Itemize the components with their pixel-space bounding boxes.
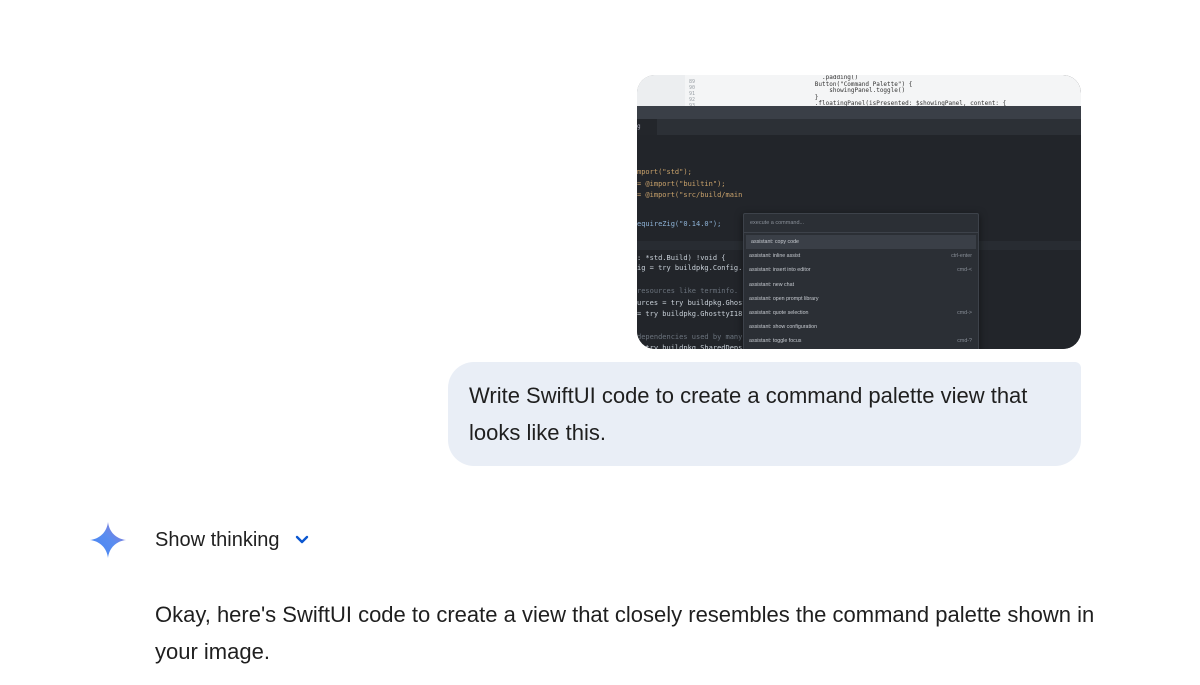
- screenshot-code-line: mport("std");: [637, 168, 692, 176]
- screenshot-tab: g: [637, 119, 657, 135]
- user-prompt-text: Write SwiftUI code to create a command p…: [469, 383, 1028, 445]
- show-thinking-toggle[interactable]: Show thinking: [155, 526, 310, 554]
- palette-item: assistant: open prompt library: [744, 292, 978, 306]
- palette-item: assistant: show configuration: [744, 320, 978, 334]
- screenshot-top-code: .padding() Button("Command Palette") { s…: [814, 75, 1007, 107]
- palette-item: assistant: copy code: [746, 235, 976, 250]
- screenshot-tab-bar: g: [637, 119, 1081, 135]
- palette-item-shortcut: cmd-?: [957, 338, 972, 345]
- gemini-sparkle-icon: [90, 522, 126, 558]
- palette-item: auto update: check: [744, 349, 978, 350]
- palette-item: assistant: new chat: [744, 278, 978, 292]
- screenshot-gutter: [637, 75, 685, 106]
- response-text: Okay, here's SwiftUI code to create a vi…: [155, 602, 1095, 664]
- palette-item-label: assistant: copy code: [751, 239, 799, 245]
- show-thinking-label: Show thinking: [155, 528, 280, 551]
- screenshot-line-numbers: 89 90 91 92 93: [689, 79, 696, 109]
- palette-item-shortcut: ctrl-enter: [951, 253, 972, 260]
- palette-item-label: assistant: toggle focus: [749, 338, 802, 345]
- screenshot-code-line: equireZig("0.14.0");: [637, 220, 722, 228]
- palette-item: assistant: quote selection cmd->: [744, 306, 978, 320]
- palette-item-shortcut: cmd->: [957, 309, 972, 316]
- screenshot-code-line: = @import("builtin");: [637, 180, 726, 188]
- screenshot-code-line: = @import("src/build/main: [637, 191, 743, 199]
- palette-input: execute a command...: [744, 214, 978, 233]
- palette-item: assistant: insert into editor cmd-<: [744, 263, 978, 277]
- palette-item-label: assistant: inline assist: [749, 253, 801, 260]
- palette-item: assistant: toggle focus cmd-?: [744, 334, 978, 348]
- screenshot-code-line: ig = try buildpkg.Config.i: [637, 264, 747, 272]
- palette-item-label: assistant: new chat: [749, 281, 795, 288]
- palette-item-shortcut: cmd-<: [957, 267, 972, 274]
- screenshot-editor: mport("std"); = @import("builtin"); = @imp…: [637, 135, 1081, 349]
- user-prompt-bubble: Write SwiftUI code to create a command p…: [448, 362, 1081, 466]
- screenshot-code-line: resources like terminfo.: [637, 287, 739, 295]
- palette-item-label: assistant: show configuration: [749, 324, 818, 331]
- palette-item: assistant: inline assist ctrl-enter: [744, 249, 978, 263]
- palette-item-label: assistant: open prompt library: [749, 295, 819, 302]
- screenshot-code-line: : *std.Build) !void {: [637, 254, 726, 262]
- palette-item-label: assistant: insert into editor: [749, 267, 811, 274]
- screenshot-top-editor: 89 90 91 92 93 .padding() Button("Comman…: [637, 75, 1081, 109]
- palette-item-label: assistant: quote selection: [749, 309, 809, 316]
- screenshot-code-line: urces = try buildpkg.Ghost: [637, 299, 747, 307]
- attached-screenshot[interactable]: 89 90 91 92 93 .padding() Button("Comman…: [637, 75, 1081, 349]
- screenshot-title-bar: [637, 106, 1081, 119]
- chevron-down-icon[interactable]: [294, 532, 310, 548]
- command-palette: execute a command... assistant: copy cod…: [743, 213, 979, 349]
